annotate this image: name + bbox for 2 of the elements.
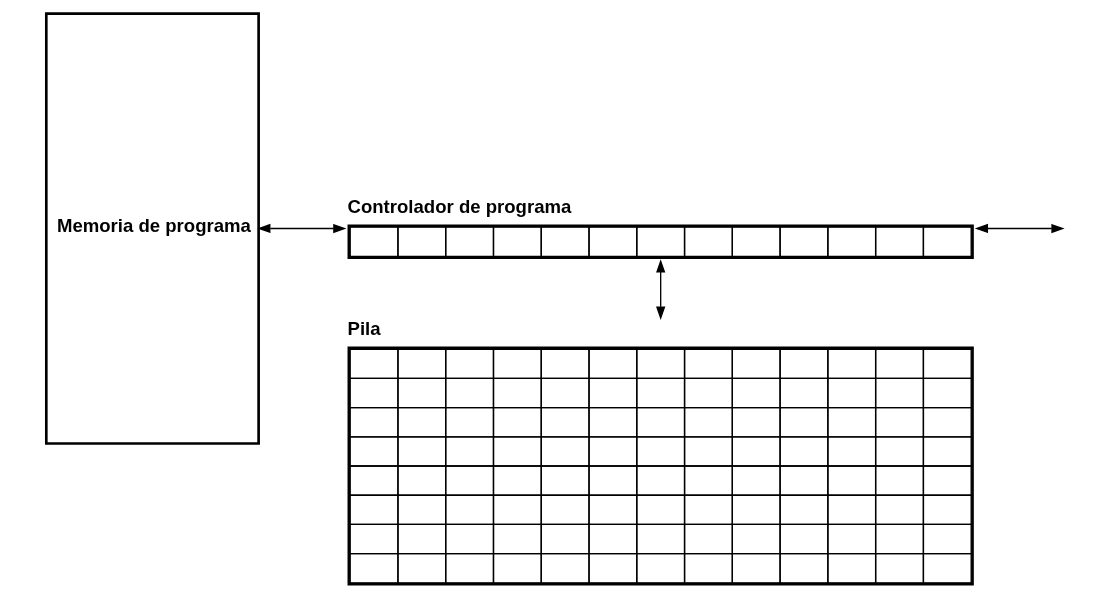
node-label: Pila [347, 317, 381, 339]
node-label: Controlador de programa [347, 195, 571, 217]
